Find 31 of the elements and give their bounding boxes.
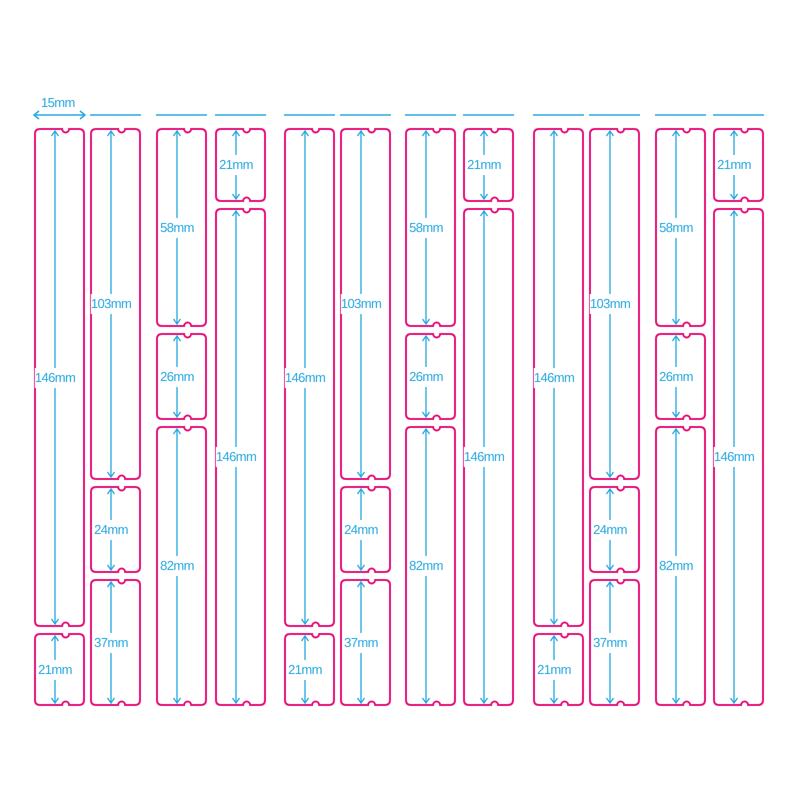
dimension-label: 103mm bbox=[590, 294, 630, 314]
width-label: 15mm bbox=[41, 95, 75, 111]
dimension-label: 26mm bbox=[659, 366, 693, 386]
dimension-label: 82mm bbox=[160, 556, 194, 576]
dimension-label: 21mm bbox=[38, 660, 72, 680]
dimension-label: 26mm bbox=[409, 366, 443, 386]
dimension-label: 24mm bbox=[344, 520, 378, 540]
dimension-label: 58mm bbox=[160, 218, 194, 238]
dimension-label: 146mm bbox=[34, 368, 76, 388]
dimension-label: 146mm bbox=[464, 447, 504, 467]
dimension-label: 21mm bbox=[467, 155, 501, 175]
dimension-label: 21mm bbox=[717, 155, 751, 175]
dimension-label: 21mm bbox=[288, 660, 322, 680]
dimension-label: 26mm bbox=[160, 366, 194, 386]
dimension-label: 82mm bbox=[659, 556, 693, 576]
dimension-label: 103mm bbox=[340, 294, 382, 314]
dimension-label: 146mm bbox=[216, 447, 256, 467]
dimension-label: 146mm bbox=[714, 447, 754, 467]
dimension-label: 24mm bbox=[593, 520, 627, 540]
dimension-label: 24mm bbox=[94, 520, 128, 540]
dimension-label: 21mm bbox=[219, 155, 253, 175]
dimension-label: 37mm bbox=[344, 632, 378, 652]
dimension-label: 37mm bbox=[94, 632, 128, 652]
dimension-label: 103mm bbox=[90, 294, 132, 314]
dimension-label: 58mm bbox=[409, 218, 443, 238]
dimension-label: 146mm bbox=[534, 368, 574, 388]
dimension-label: 58mm bbox=[659, 218, 693, 238]
dimension-label: 146mm bbox=[284, 368, 326, 388]
dimension-label: 37mm bbox=[593, 632, 627, 652]
dimension-label: 21mm bbox=[537, 660, 571, 680]
dimension-label: 82mm bbox=[409, 556, 443, 576]
